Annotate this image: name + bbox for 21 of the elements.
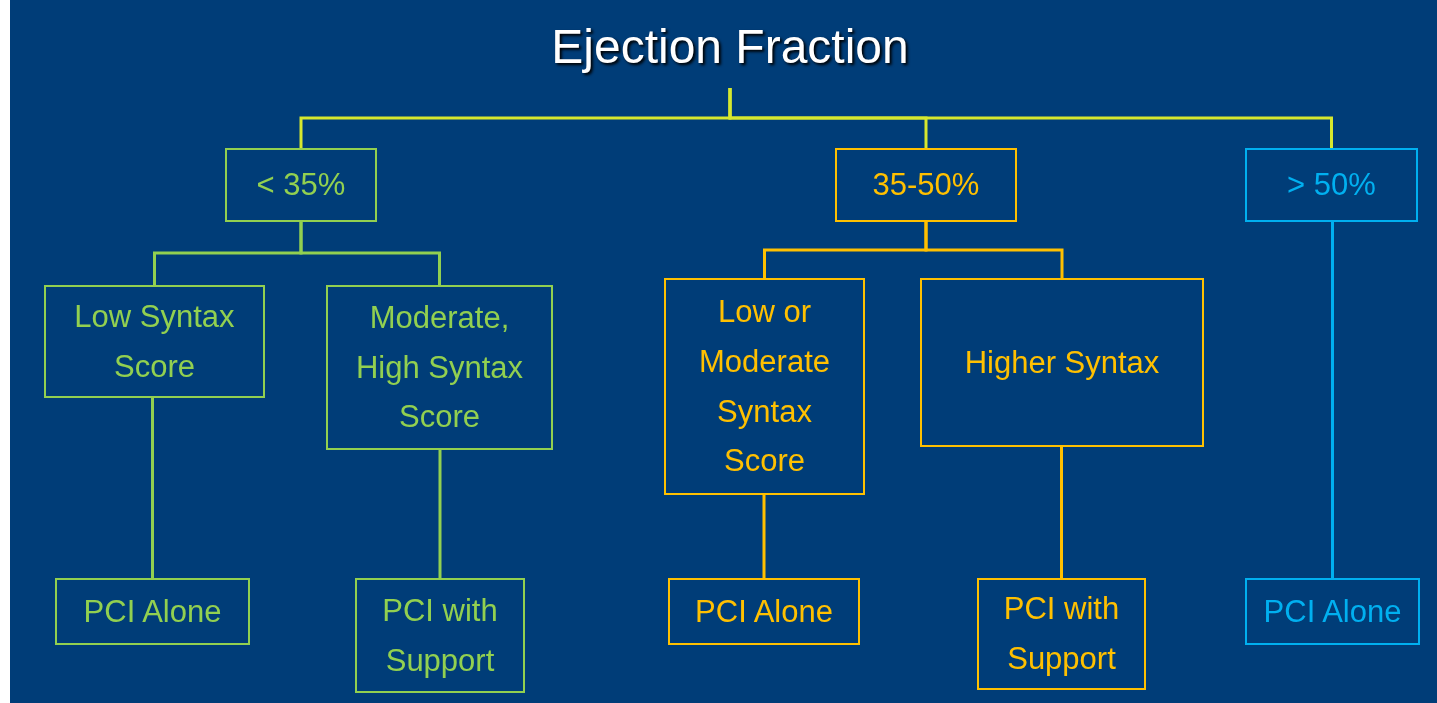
- decision-box: 35-50%: [835, 148, 1017, 222]
- decision-box: PCI with Support: [355, 578, 525, 693]
- decision-box: Higher Syntax: [920, 278, 1204, 447]
- connector-line: [762, 495, 766, 578]
- connector-line: [924, 222, 1064, 278]
- connector-line: [1060, 447, 1063, 578]
- heading-text: Ejection Fraction: [470, 6, 990, 88]
- decision-box: > 50%: [1245, 148, 1418, 222]
- decision-box: PCI Alone: [55, 578, 250, 645]
- connector-line: [299, 222, 441, 285]
- decision-box: PCI with Support: [977, 578, 1146, 690]
- connector-line: [438, 450, 442, 578]
- connector-line: [151, 398, 154, 578]
- decision-box: PCI Alone: [1245, 578, 1420, 645]
- decision-box: Moderate, High Syntax Score: [326, 285, 553, 450]
- connector-line: [728, 88, 1333, 148]
- connector-line: [1331, 222, 1334, 578]
- decision-box: < 35%: [225, 148, 377, 222]
- decision-box: Low or Moderate Syntax Score: [664, 278, 865, 495]
- decision-box: Low Syntax Score: [44, 285, 265, 398]
- decision-box: PCI Alone: [668, 578, 860, 645]
